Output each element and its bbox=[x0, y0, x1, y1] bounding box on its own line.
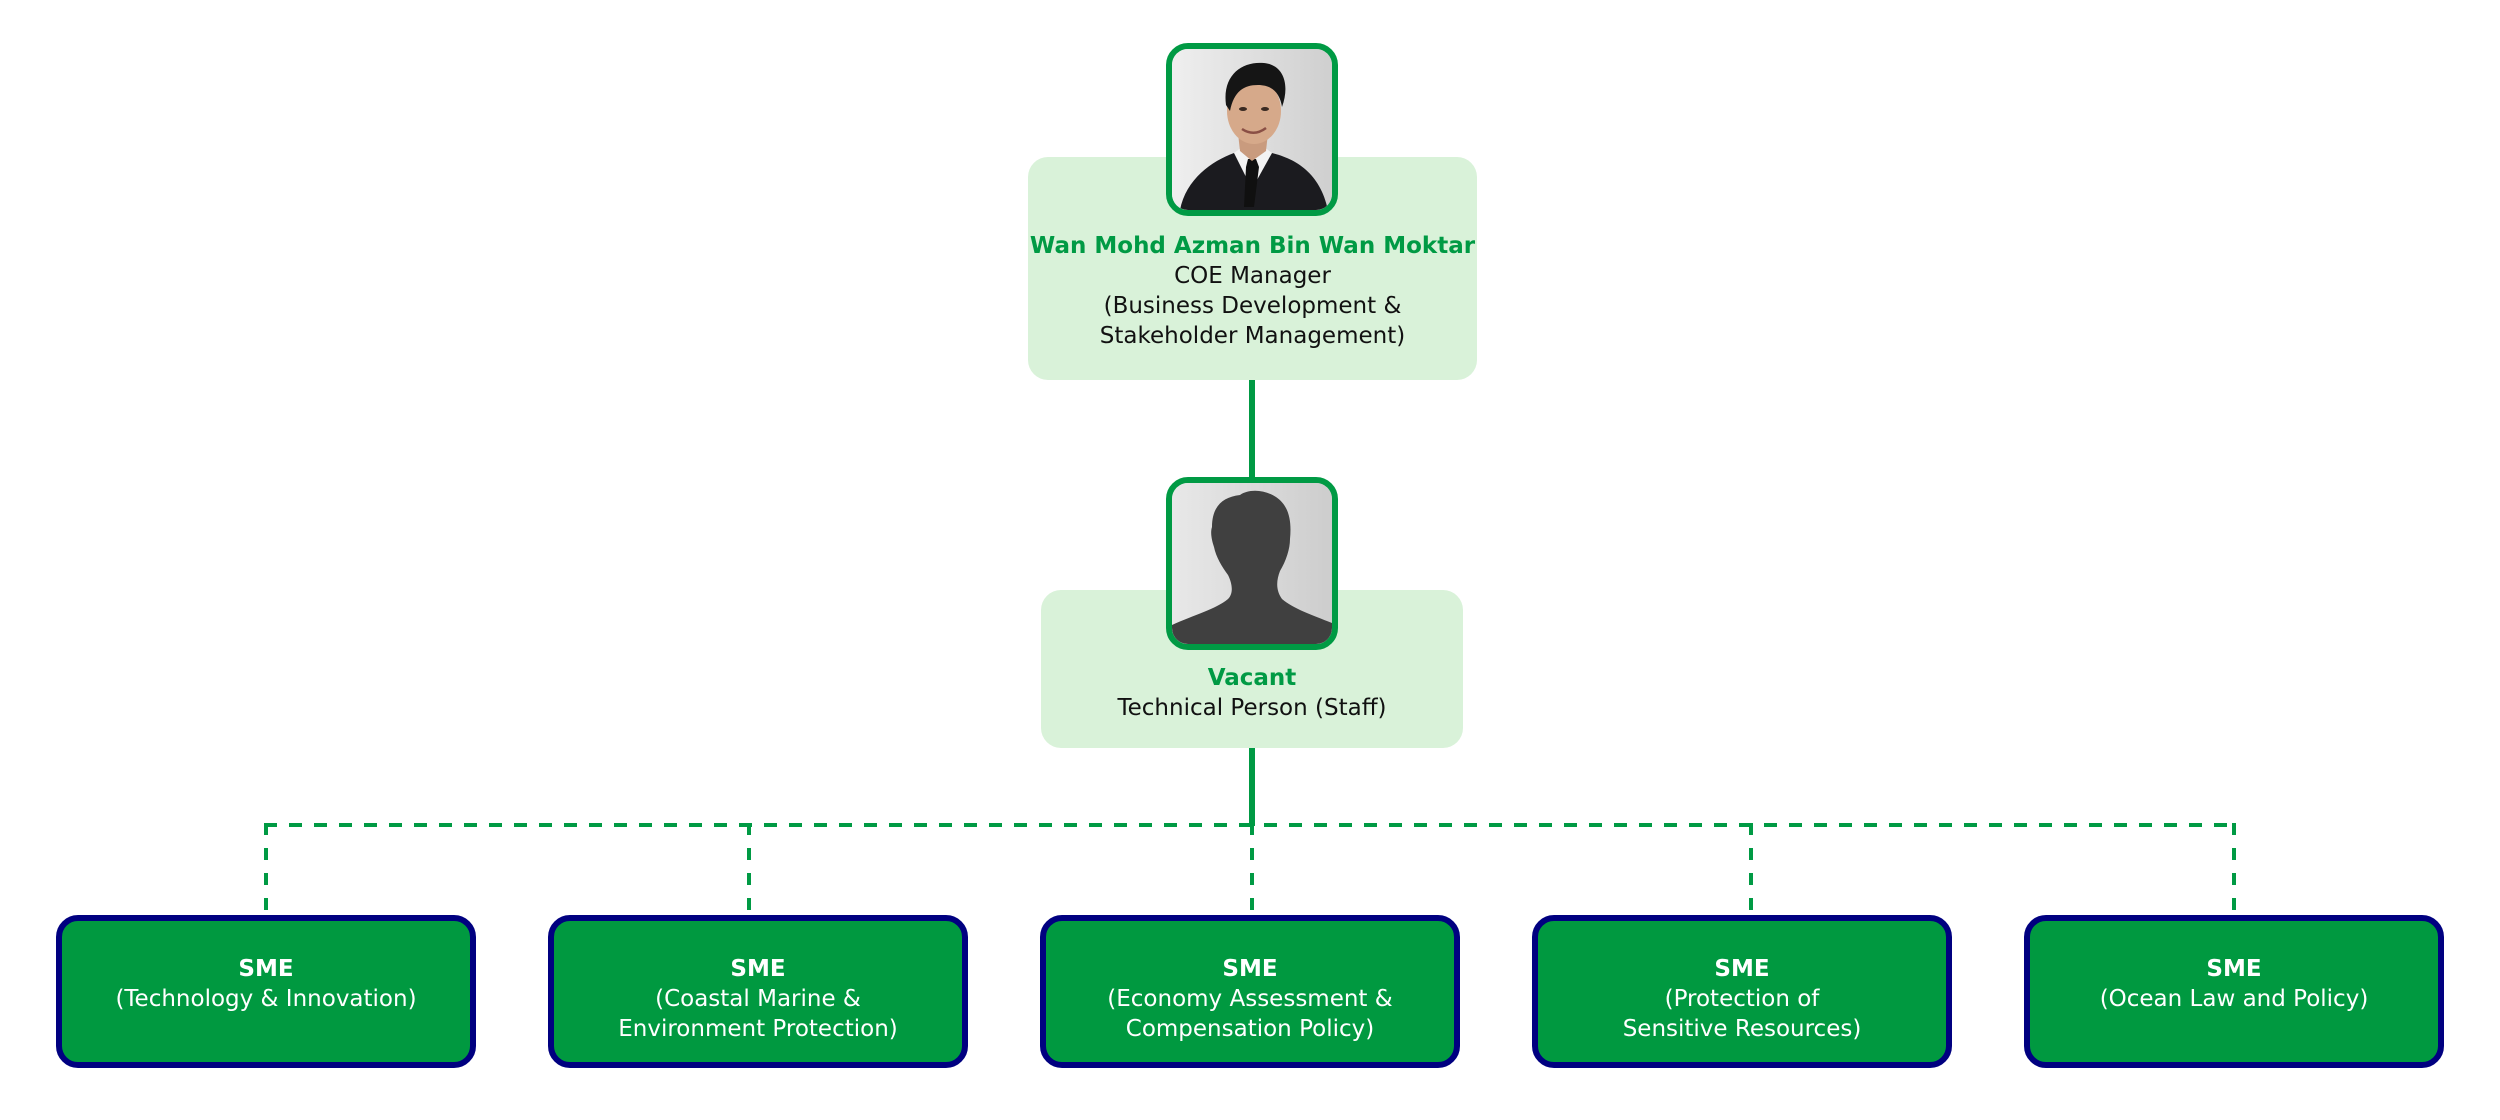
sme-box-economy-assessment[interactable]: SME (Economy Assessment & Compensation P… bbox=[1040, 915, 1460, 1068]
vacant-name: Vacant bbox=[1207, 665, 1297, 691]
dashed-drop-sme-5 bbox=[2232, 823, 2236, 915]
manager-photo bbox=[1166, 43, 1338, 216]
sme-title: SME bbox=[238, 956, 294, 982]
sme-subtitle-line-1: (Technology & Innovation) bbox=[115, 986, 417, 1012]
sme-title: SME bbox=[1222, 956, 1278, 982]
sme-subtitle-line-1: (Ocean Law and Policy) bbox=[2099, 986, 2369, 1012]
manager-card[interactable]: Wan Mohd Azman Bin Wan Moktar COE Manage… bbox=[1028, 157, 1477, 380]
manager-title-line-2: (Business Development & bbox=[1103, 293, 1402, 319]
sme-subtitle-line-1: (Protection of bbox=[1664, 986, 1820, 1012]
dashed-drop-sme-4 bbox=[1749, 823, 1753, 915]
sme-title: SME bbox=[2206, 956, 2262, 982]
sme-subtitle-line-1: (Coastal Marine & bbox=[655, 986, 861, 1012]
dashed-drop-sme-1 bbox=[264, 823, 268, 915]
connector-vacant-to-smes bbox=[1249, 748, 1255, 826]
sme-box-technology-innovation[interactable]: SME (Technology & Innovation) bbox=[56, 915, 476, 1068]
dashed-drop-sme-3 bbox=[1250, 823, 1254, 915]
sme-subtitle-line-1: (Economy Assessment & bbox=[1107, 986, 1393, 1012]
person-silhouette-icon bbox=[1172, 483, 1332, 644]
dashed-drop-sme-2 bbox=[747, 823, 751, 915]
connector-root-to-vacant bbox=[1249, 380, 1255, 478]
sme-subtitle-line-2: Sensitive Resources) bbox=[1622, 1016, 1862, 1042]
manager-title-line-1: COE Manager bbox=[1174, 263, 1331, 289]
person-photo-icon bbox=[1172, 49, 1332, 210]
manager-name: Wan Mohd Azman Bin Wan Moktar bbox=[1029, 233, 1476, 259]
manager-title-line-3: Stakeholder Management) bbox=[1099, 323, 1406, 349]
sme-title: SME bbox=[1714, 956, 1770, 982]
sme-title: SME bbox=[730, 956, 786, 982]
sme-box-sensitive-resources[interactable]: SME (Protection of Sensitive Resources) bbox=[1532, 915, 1952, 1068]
vacant-photo bbox=[1166, 477, 1338, 650]
sme-box-ocean-law-policy[interactable]: SME (Ocean Law and Policy) bbox=[2024, 915, 2444, 1068]
sme-subtitle-line-2: Compensation Policy) bbox=[1125, 1016, 1375, 1042]
vacant-title: Technical Person (Staff) bbox=[1117, 695, 1387, 721]
sme-box-coastal-marine[interactable]: SME (Coastal Marine & Environment Protec… bbox=[548, 915, 968, 1068]
sme-subtitle-line-2: Environment Protection) bbox=[618, 1016, 898, 1042]
